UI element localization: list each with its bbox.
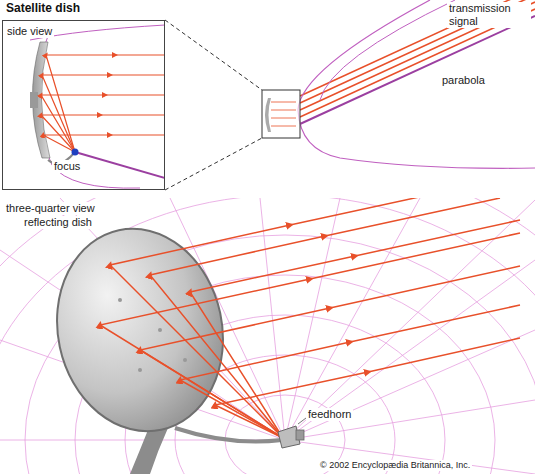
parabola-curve — [320, 0, 455, 100]
wave-grid — [0, 198, 535, 474]
diagram-title: Satellite dish — [4, 2, 82, 15]
signal-rays — [100, 198, 520, 438]
copyright-note: © 2002 Encyclopædia Britannica, Inc. — [318, 460, 472, 471]
part-label: reflecting dish — [22, 216, 94, 229]
reflecting-dish — [39, 213, 282, 474]
part-label: feedhorn — [306, 408, 353, 421]
focus-label: focus — [52, 160, 82, 173]
leader-line — [298, 418, 306, 424]
zoom-box — [262, 90, 300, 138]
transmission-signal-lines — [300, 0, 535, 124]
mini-dish — [265, 98, 296, 132]
parabola-curve — [298, 0, 535, 168]
zoom-lines — [165, 20, 262, 190]
parabola-label: parabola — [440, 74, 487, 87]
inset-ground — [2, 20, 165, 190]
view-label: three-quarter view — [4, 202, 97, 215]
inset-heading: side view — [5, 25, 54, 38]
signal-label: transmission signal — [447, 2, 531, 28]
side-view-illustration — [30, 25, 164, 188]
inset-box: side view — [2, 20, 165, 190]
feedhorn-symbol — [278, 426, 304, 448]
